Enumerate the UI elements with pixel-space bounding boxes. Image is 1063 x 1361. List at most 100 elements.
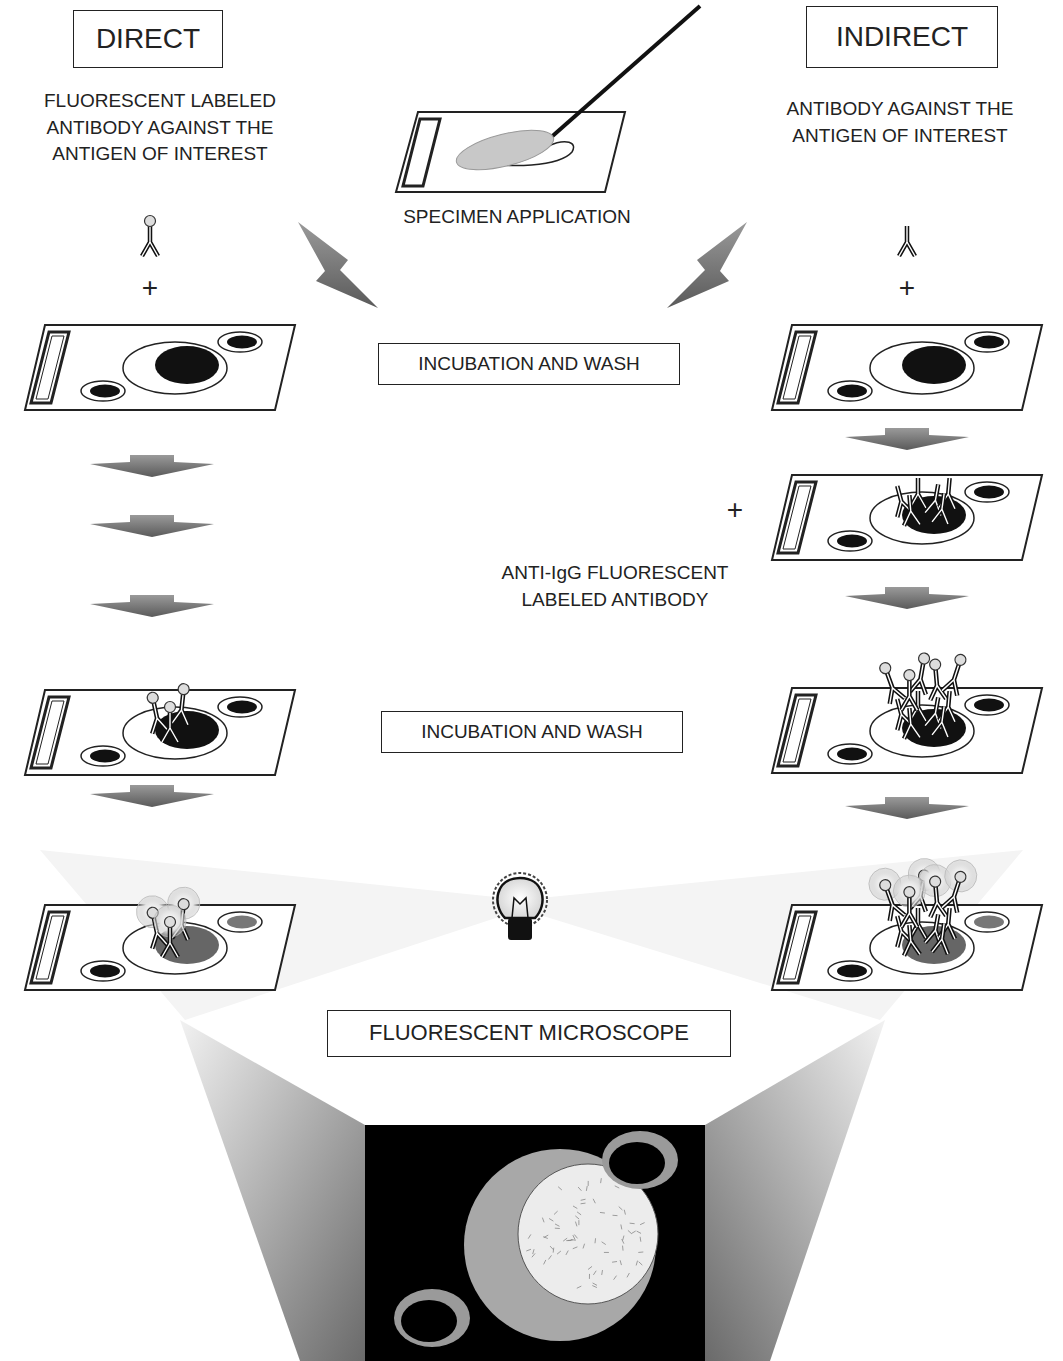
antibody-outline — [901, 897, 917, 927]
organism — [578, 1220, 579, 1225]
step-arrow — [90, 455, 214, 477]
organism — [581, 1203, 586, 1205]
light-cone — [180, 1020, 365, 1361]
slide-label-area — [783, 486, 811, 549]
antibody — [934, 856, 981, 915]
organism — [533, 1249, 534, 1254]
antibody-core — [910, 908, 926, 938]
slide-glass — [772, 325, 1042, 410]
organism — [568, 1240, 573, 1241]
antibody-core — [928, 886, 947, 917]
organism — [574, 1235, 577, 1239]
control-well — [828, 531, 872, 551]
control-ring-center — [401, 1300, 457, 1342]
organism — [544, 1235, 548, 1237]
control-spot — [974, 699, 1004, 712]
control-well — [828, 381, 872, 401]
fluorescence-glow — [941, 856, 981, 896]
slide-label-area — [31, 332, 69, 403]
reagent-label: FLUORESCENT LABELED ANTIBODY AGAINST THE… — [5, 88, 315, 168]
reagent-label: SPECIMEN APPLICATION — [357, 204, 677, 231]
slide-label-area — [403, 119, 440, 186]
antibody — [910, 908, 926, 938]
slide — [772, 475, 1042, 560]
antibody-outline — [879, 670, 904, 704]
organism — [553, 1248, 555, 1253]
slide — [25, 690, 295, 775]
fluorescent-label — [878, 878, 892, 892]
control-spot — [837, 385, 867, 398]
antibody-core — [901, 924, 920, 955]
control-well — [218, 332, 262, 352]
organism — [636, 1261, 637, 1266]
organism — [532, 1253, 535, 1257]
antibody — [154, 905, 186, 957]
antibody — [927, 658, 946, 700]
organism — [631, 1231, 635, 1234]
antibody — [893, 875, 925, 927]
label-box: INCUBATION AND WASH — [378, 343, 680, 385]
antibody-core — [932, 922, 952, 954]
label-box: INCUBATION AND WASH — [381, 711, 683, 753]
slide-glass — [25, 690, 295, 775]
control-spot — [227, 916, 257, 929]
antibody-core — [879, 670, 904, 704]
antibody — [901, 707, 920, 738]
antibody-core — [162, 927, 178, 957]
antibody-outline — [942, 879, 966, 912]
fluorescent-label — [929, 659, 941, 671]
antibody — [910, 691, 926, 721]
step-arrow — [845, 428, 969, 450]
organism — [594, 1238, 596, 1243]
organism — [575, 1216, 579, 1219]
organism — [549, 1218, 553, 1221]
antibody-core — [910, 478, 926, 508]
slide-glass — [25, 325, 295, 410]
antibody-outline — [928, 886, 947, 917]
antibody — [910, 478, 926, 508]
fluorescent-label — [146, 691, 159, 704]
organism — [604, 1252, 609, 1253]
bulb-base — [508, 918, 532, 940]
antigen-spot — [902, 346, 966, 384]
step-arrow — [90, 785, 214, 807]
control-ring — [602, 1131, 678, 1189]
light-bulb — [493, 873, 547, 940]
label-box: DIRECT — [73, 10, 223, 68]
control-well — [965, 482, 1009, 502]
organism — [627, 1273, 629, 1277]
slide-label-area — [783, 336, 811, 399]
antibody — [932, 922, 952, 954]
slide-label-area — [778, 332, 816, 403]
slide-label-area — [783, 916, 811, 979]
organism — [549, 1255, 552, 1259]
organism — [555, 1224, 559, 1226]
organism — [577, 1212, 581, 1215]
organism — [542, 1218, 544, 1223]
organism — [600, 1178, 602, 1183]
control-well — [218, 697, 262, 717]
antibody — [932, 492, 952, 524]
antibody-outline — [910, 691, 926, 721]
swab-head — [453, 122, 558, 177]
control-well — [828, 961, 872, 981]
plus-sign: + — [887, 268, 927, 307]
organism — [619, 1207, 623, 1210]
antibody-core — [901, 897, 917, 927]
organism — [575, 1222, 576, 1227]
antibody-core — [901, 680, 917, 710]
slide-glass — [772, 475, 1042, 560]
antibody — [901, 494, 920, 525]
antibody-outline — [901, 680, 917, 710]
control-spot — [227, 336, 257, 349]
antibody-core — [901, 494, 920, 525]
organism — [623, 1236, 624, 1241]
antibody — [876, 660, 905, 704]
organism — [600, 1212, 605, 1214]
antibody-outline — [901, 707, 920, 738]
plus-sign: + — [130, 268, 170, 307]
fluorescent-label — [904, 670, 915, 681]
organism — [637, 1231, 641, 1233]
control-spot — [974, 336, 1004, 349]
